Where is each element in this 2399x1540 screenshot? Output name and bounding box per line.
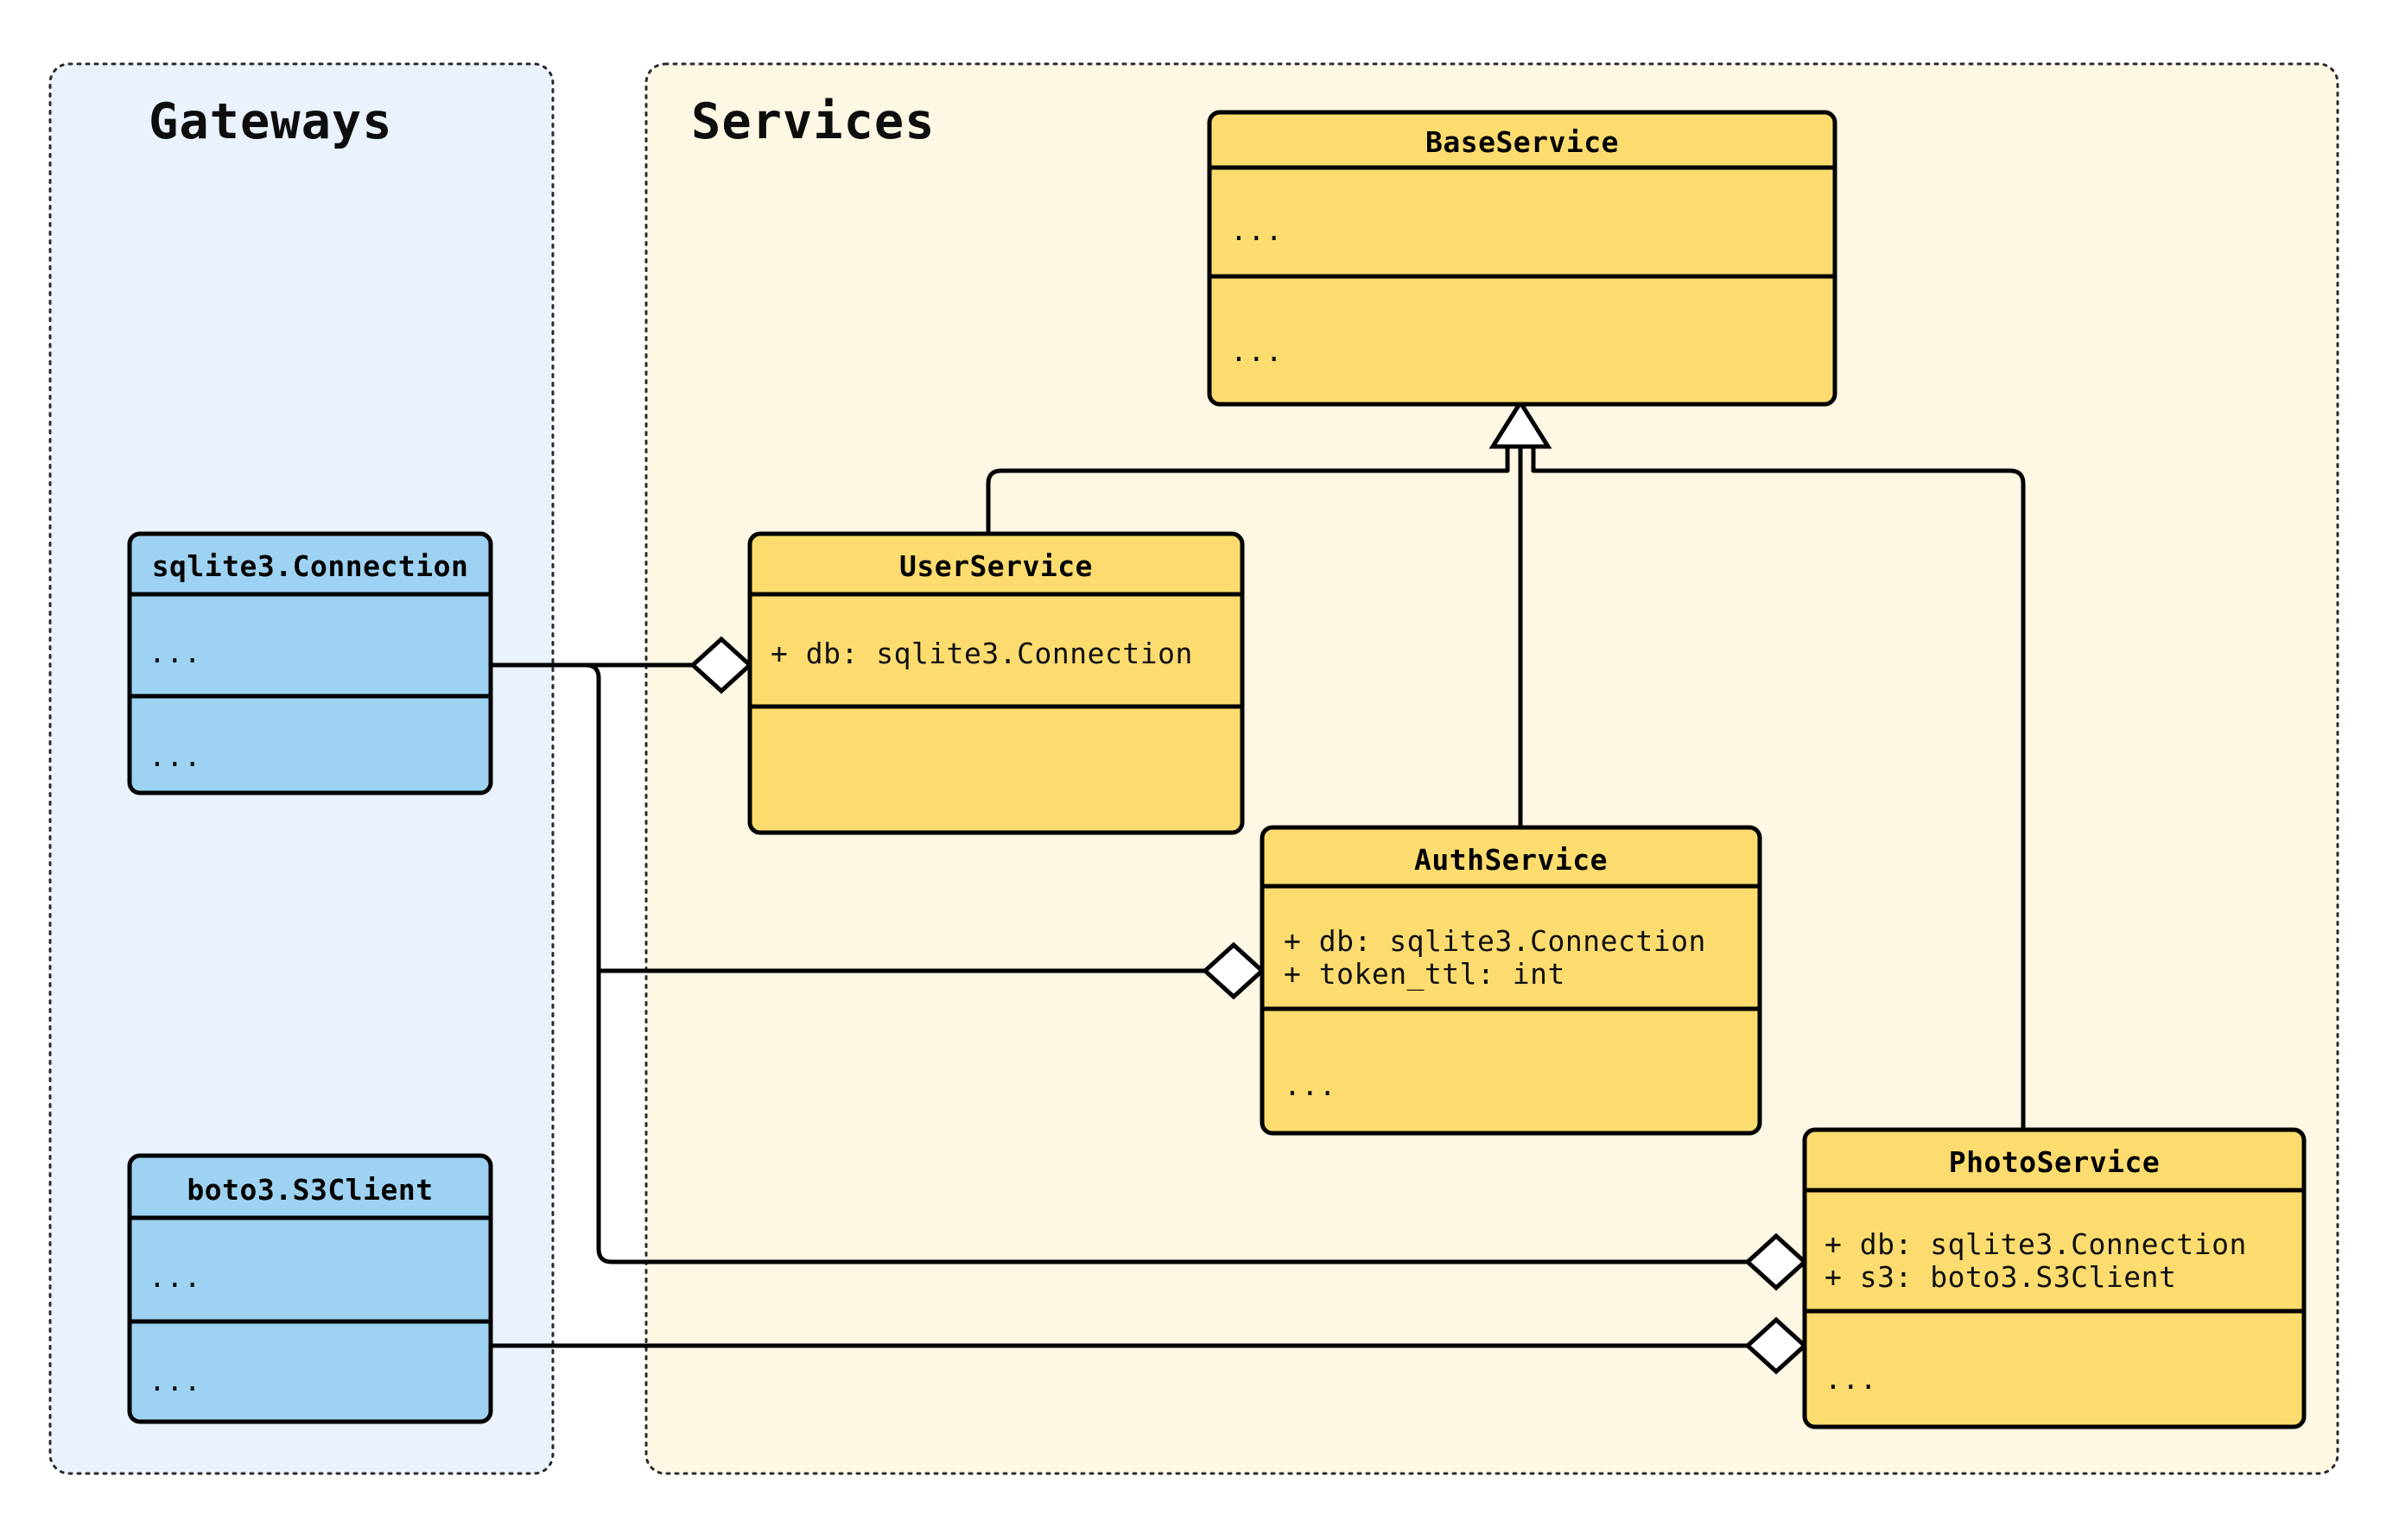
class-method-photoservice-0: ... <box>1825 1362 1877 1396</box>
package-gateways-title: Gateways <box>149 93 393 150</box>
class-box-boto3-s3client[interactable]: boto3.S3Client ... ... <box>127 1153 493 1424</box>
class-title-sqlite3-connection: sqlite3.Connection <box>152 549 469 583</box>
package-services[interactable]: Services <box>644 62 2339 1475</box>
edge-photoservice-baseservice[interactable] <box>1531 445 2026 1130</box>
aggregation-diamond-icon-authservice <box>1202 941 1266 1000</box>
class-title-baseservice: BaseService <box>1425 125 1619 159</box>
class-attribute-authservice-0: + db: sqlite3.Connection <box>1284 924 1706 958</box>
class-box-userservice[interactable]: UserService + db: sqlite3.Connection <box>747 531 1245 835</box>
class-body-authservice <box>1260 825 1762 1136</box>
edge-userservice-baseservice[interactable] <box>986 445 1510 534</box>
class-title-userservice: UserService <box>899 549 1093 583</box>
class-body-boto3-s3client <box>127 1153 493 1424</box>
class-box-photoservice[interactable]: PhotoService + db: sqlite3.Connection + … <box>1802 1127 2307 1429</box>
class-box-sqlite3-connection[interactable]: sqlite3.Connection ... ... <box>127 531 493 795</box>
class-body-photoservice <box>1802 1127 2307 1429</box>
inheritance-triangle-icon <box>1488 398 1552 449</box>
package-services-frame <box>644 62 2339 1475</box>
aggregation-edges <box>491 636 1808 1375</box>
class-box-baseservice[interactable]: BaseService ... ... <box>1207 110 1837 407</box>
class-method-sqlite3-connection-0: ... <box>149 739 201 773</box>
class-attribute-userservice-0: + db: sqlite3.Connection <box>771 637 1193 670</box>
class-box-authservice[interactable]: AuthService + db: sqlite3.Connection + t… <box>1260 825 1762 1136</box>
class-attribute-sqlite3-connection-0: ... <box>149 636 201 669</box>
inheritance-edges <box>986 398 2026 1130</box>
class-attribute-photoservice-0: + db: sqlite3.Connection <box>1825 1227 2247 1261</box>
class-title-photoservice: PhotoService <box>1949 1145 2160 1179</box>
class-body-baseservice <box>1207 110 1837 407</box>
aggregation-diamond-icon-photoservice-db <box>1744 1233 1808 1291</box>
class-attribute-boto3-s3client-0: ... <box>149 1260 201 1294</box>
class-attribute-baseservice-0: ... <box>1230 213 1283 247</box>
package-services-title: Services <box>691 93 936 150</box>
class-body-sqlite3-connection <box>127 531 493 795</box>
class-method-boto3-s3client-0: ... <box>149 1364 201 1397</box>
class-body-userservice <box>747 531 1245 835</box>
class-title-boto3-s3client: boto3.S3Client <box>187 1173 433 1207</box>
class-attribute-authservice-1: + token_ttl: int <box>1284 957 1565 992</box>
class-method-baseservice-0: ... <box>1230 334 1283 368</box>
class-attribute-photoservice-1: + s3: boto3.S3Client <box>1825 1260 2176 1294</box>
class-title-authservice: AuthService <box>1414 843 1608 877</box>
aggregation-diamond-icon-userservice <box>689 636 753 694</box>
class-method-authservice-0: ... <box>1284 1068 1336 1102</box>
aggregation-diamond-icon-photoservice-s3 <box>1744 1316 1808 1375</box>
